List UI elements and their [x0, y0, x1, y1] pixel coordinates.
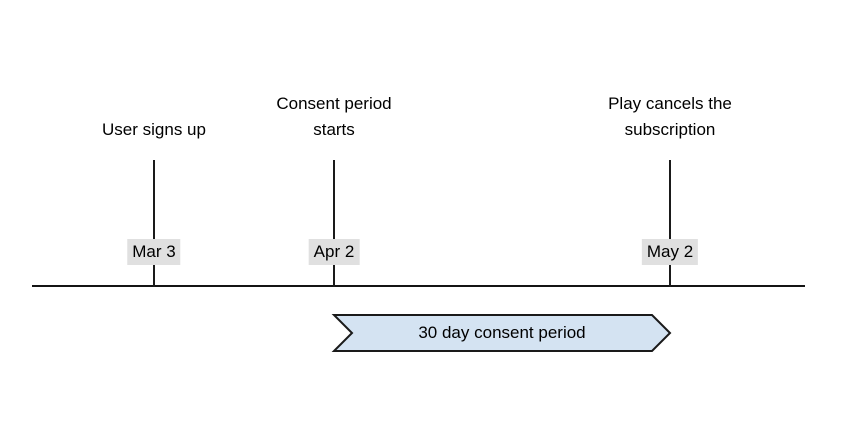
milestone-label-play-cancels-subscription: Play cancels the subscription: [608, 94, 732, 139]
milestone-stem-consent-period-starts: [333, 160, 335, 287]
milestone-label-consent-period-starts: Consent period starts: [276, 94, 392, 139]
milestone-date-user-signs-up: Mar 3: [127, 239, 181, 265]
milestone-date-consent-period-starts: Apr 2: [308, 239, 360, 265]
milestone-stem-user-signs-up: [153, 160, 155, 287]
timeline-axis: [32, 285, 805, 287]
consent-period-banner-label: 30 day consent period: [418, 323, 586, 342]
milestone-stem-play-cancels-subscription: [669, 160, 671, 287]
consent-period-banner[interactable]: 30 day consent period: [334, 315, 670, 351]
milestone-label-user-signs-up: User signs up: [102, 120, 206, 139]
consent-period-banner-shape: [331, 314, 672, 352]
milestone-date-play-cancels-subscription: May 2: [641, 239, 699, 265]
